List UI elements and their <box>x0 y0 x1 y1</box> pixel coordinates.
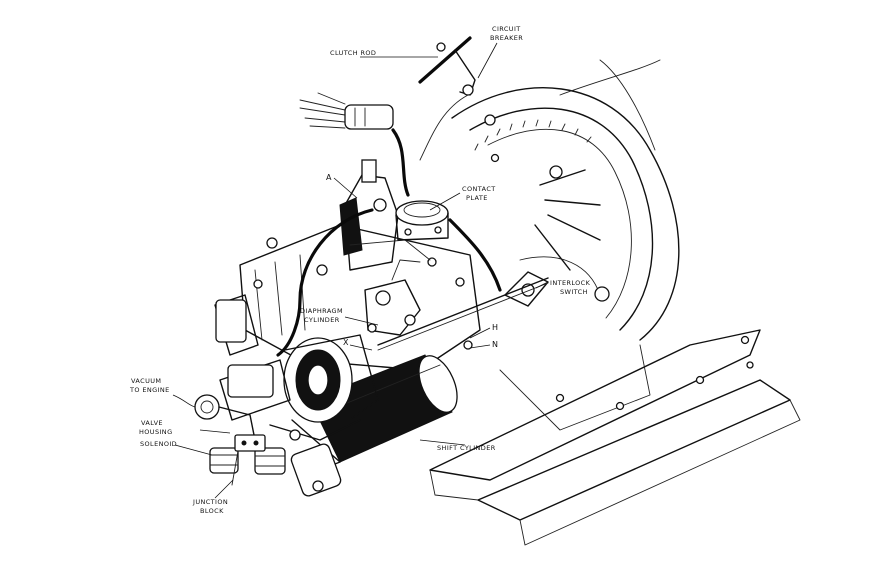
wiring-harness <box>276 92 502 357</box>
clutch-rod-assembly <box>418 36 476 161</box>
label-shift-cylinder: SHIFT CYLINDER <box>437 444 496 452</box>
label-x: X <box>343 338 349 347</box>
label-circuit-breaker-1: CIRCUIT <box>492 25 521 33</box>
label-n: N <box>492 340 498 349</box>
label-circuit-breaker-2: BREAKER <box>490 34 523 42</box>
label-junction-block-2: BLOCK <box>200 507 224 515</box>
junction-block <box>231 434 266 486</box>
label-valve-housing-1: VALVE <box>141 419 163 427</box>
label-solenoid: SOLENOID <box>140 440 177 448</box>
control-rods <box>269 419 361 441</box>
label-contact-plate-2: PLATE <box>466 194 488 202</box>
solenoid <box>209 447 286 475</box>
flywheel-housing <box>451 59 680 341</box>
gearbox-casing <box>214 224 481 371</box>
label-contact-plate-1: CONTACT <box>462 185 496 193</box>
label-a: A <box>326 173 332 182</box>
leader-lines <box>172 42 549 499</box>
label-interlock-switch-2: SWITCH <box>560 288 588 296</box>
label-vacuum-to-engine-2: TO ENGINE <box>129 386 170 394</box>
label-diaphragm-cylinder-2: CYLINDER <box>304 316 340 324</box>
label-junction-block-1: JUNCTION <box>192 498 228 506</box>
vacuum-drum <box>283 334 379 423</box>
contact-plate <box>395 200 449 241</box>
diagram-labels: CLUTCH ROD CIRCUIT BREAKER A CONTACT PLA… <box>129 25 591 515</box>
label-h: H <box>492 323 498 332</box>
label-valve-housing-2: HOUSING <box>139 428 173 436</box>
label-vacuum-to-engine-1: VACUUM <box>131 377 161 385</box>
interlock-switch <box>377 271 549 351</box>
shift-cylinder <box>290 354 458 497</box>
diaphragm-cylinder <box>364 259 421 336</box>
label-diaphragm-cylinder-1: DIAPHRAGM <box>300 307 343 315</box>
label-clutch-rod: CLUTCH ROD <box>330 49 376 57</box>
valve-housing <box>194 359 291 441</box>
chassis-frame <box>429 329 801 546</box>
label-interlock-switch-1: INTERLOCK <box>550 279 591 287</box>
